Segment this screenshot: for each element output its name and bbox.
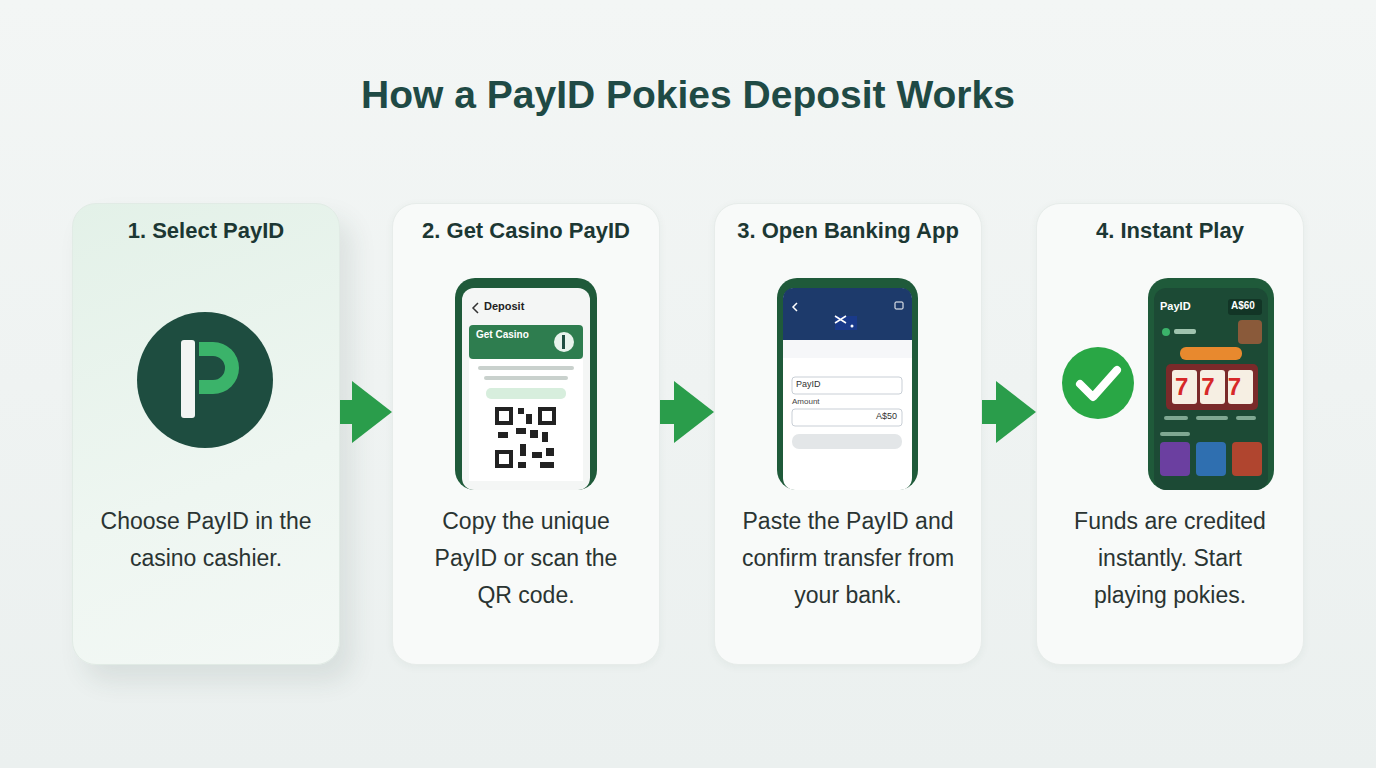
step-description: Copy the unique PayID or scan the QR cod… — [415, 503, 637, 614]
host-avatar — [1238, 320, 1262, 344]
menu-icon — [895, 302, 903, 309]
qr-module — [526, 414, 532, 424]
menu-item — [1164, 416, 1188, 420]
qr-module — [542, 432, 548, 442]
check-mark — [1080, 370, 1117, 397]
qr-module — [516, 428, 526, 434]
step-heading: 4. Instant Play — [1047, 216, 1293, 246]
qr-module — [498, 432, 508, 438]
diagram-title: How a PayID Pokies Deposit Works — [0, 70, 1376, 120]
qr-finder — [538, 407, 556, 425]
qr-module — [530, 430, 538, 438]
step-card: 3. Open Banking AppPaste the PayID and c… — [714, 203, 982, 665]
banner-logo-bar — [562, 335, 565, 349]
slot-reel — [1172, 370, 1197, 404]
brand-text — [1174, 329, 1196, 334]
qr-finder — [495, 407, 513, 425]
bank-header — [783, 288, 912, 358]
back-chevron — [793, 303, 797, 311]
text-line — [484, 376, 568, 380]
section-title — [1160, 432, 1190, 436]
qr-module — [518, 462, 526, 468]
step-card: 1. Select PayID Choose PayID in the casin… — [72, 203, 340, 665]
qr-panel — [469, 359, 583, 481]
check-circle — [1062, 347, 1134, 419]
confirm-button — [792, 434, 902, 449]
step-description: Paste the PayID and confirm transfer fro… — [737, 503, 959, 614]
qr-code — [495, 407, 556, 468]
phone-frame — [777, 278, 918, 490]
qr-module — [546, 448, 554, 456]
flag-cross — [835, 316, 846, 323]
game-tile — [1160, 442, 1190, 476]
qr-module — [518, 408, 524, 414]
slot-reel — [1200, 370, 1225, 404]
screen-label: PayID — [796, 379, 821, 390]
phone-frame — [1148, 278, 1274, 490]
screen-label: Amount — [792, 397, 820, 407]
qr-finder-hole — [499, 454, 509, 464]
qr-finder-hole — [542, 411, 552, 421]
phone-screen — [783, 288, 912, 490]
logo-circle — [137, 312, 273, 448]
phone-screen — [1154, 288, 1268, 490]
logo-bowl — [199, 342, 239, 394]
phone-screen — [462, 288, 590, 490]
flag — [835, 316, 857, 330]
screen-label: A$50 — [876, 411, 897, 422]
flow-arrow — [982, 400, 1000, 424]
game-tile — [1196, 442, 1226, 476]
step-card: 2. Get Casino PayID Copy the unique PayID… — [392, 203, 660, 665]
phone-qr — [455, 278, 597, 490]
step-card: 4. Instant PlayFunds are credited instan… — [1036, 203, 1304, 665]
screen-label: Get Casino — [476, 329, 529, 341]
phone-casino — [1148, 278, 1274, 490]
menu-item — [1236, 416, 1256, 420]
brand-dot — [1162, 328, 1170, 336]
qr-module — [532, 452, 542, 458]
flow-arrow — [340, 400, 356, 424]
qr-finder — [495, 450, 513, 468]
qr-finder-hole — [499, 411, 509, 421]
game-tile — [1232, 442, 1262, 476]
qr-module — [520, 444, 526, 456]
flow-arrow — [660, 400, 678, 424]
banner-logo — [554, 332, 574, 352]
balance-box — [1228, 299, 1262, 315]
step-heading: 2. Get Casino PayID — [403, 216, 649, 246]
menu-item — [1196, 416, 1228, 420]
screen-label: A$60 — [1231, 300, 1255, 312]
flag-star — [851, 325, 854, 328]
screen-label: 777 — [1175, 372, 1254, 401]
slot-reel — [1228, 370, 1253, 404]
step-description: Choose PayID in the casino cashier. — [95, 503, 317, 577]
casino-banner — [469, 325, 583, 359]
phone-frame — [455, 278, 597, 490]
bank-subheader — [783, 340, 912, 358]
payid-field — [792, 377, 902, 394]
screen-label: Deposit — [484, 300, 524, 313]
step-heading: 1. Select PayID — [83, 216, 329, 246]
phone-bank — [777, 278, 918, 490]
amount-field — [792, 409, 902, 426]
qr-module — [540, 462, 554, 468]
step-heading: 3. Open Banking App — [725, 216, 971, 246]
slot-machine — [1166, 364, 1258, 410]
success-check — [1062, 347, 1134, 419]
copy-pill — [486, 388, 566, 399]
payid-logo — [137, 312, 273, 448]
logo-bar — [181, 340, 195, 418]
text-line — [478, 366, 574, 370]
back-chevron — [473, 303, 478, 313]
screen-label: PayID — [1160, 300, 1191, 313]
bonus-banner — [1180, 347, 1242, 360]
step-description: Funds are credited instantly. Start play… — [1059, 503, 1281, 614]
